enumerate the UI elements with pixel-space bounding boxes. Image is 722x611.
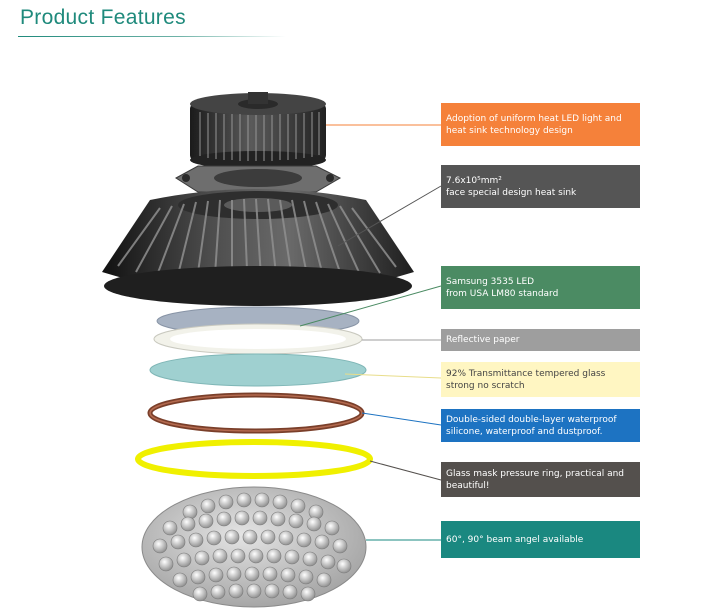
- leader-lines: [299, 124, 442, 541]
- main-heatsink-body: [102, 189, 414, 306]
- lens-plate: [141, 486, 367, 608]
- callout-glass: 92% Transmittance tempered glass strong …: [441, 362, 640, 397]
- silicone-gasket: [147, 392, 365, 434]
- callout-heat-tech: Adoption of uniform heat LED light and h…: [441, 103, 640, 146]
- callout-reflective: Reflective paper: [441, 329, 640, 351]
- callout-silicone: Double-sided double-layer waterproof sil…: [441, 409, 640, 442]
- callout-heat-sink: 7.6x10⁵mm² face special design heat sink: [441, 165, 640, 208]
- callout-pressure-ring: Glass mask pressure ring, practical and …: [441, 462, 640, 497]
- leader-pressure-ring: [369, 460, 442, 481]
- leader-silicone: [361, 412, 442, 426]
- leader-led: [299, 285, 442, 327]
- leader-heat-sink: [337, 185, 442, 247]
- callout-led: Samsung 3535 LED from USA LM80 standard: [441, 266, 640, 309]
- mounting-plate: [175, 165, 342, 193]
- leader-glass: [344, 373, 442, 379]
- pressure-ring: [135, 439, 373, 479]
- callout-beam: 60°, 90° beam angel available: [441, 521, 640, 558]
- reflective-paper-ring: [153, 323, 363, 355]
- page-title: Product Features: [20, 6, 186, 29]
- driver-heatsink: [190, 92, 326, 169]
- title-underline: [18, 36, 286, 37]
- tempered-glass: [149, 353, 367, 387]
